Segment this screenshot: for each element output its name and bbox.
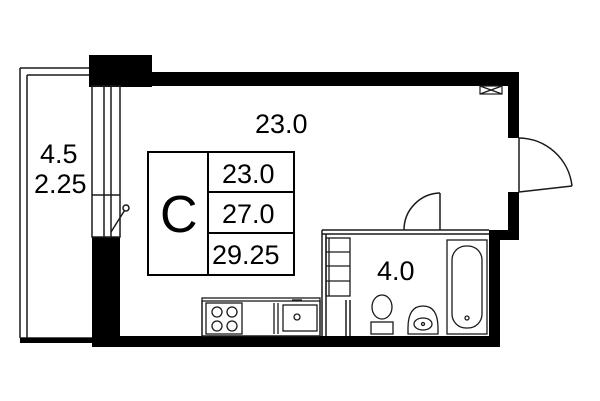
kitchen-sink-icon <box>273 299 318 334</box>
walls <box>89 55 519 347</box>
window-left <box>91 85 121 238</box>
balcony-door-swing <box>110 204 130 233</box>
toilet-icon <box>370 294 394 335</box>
ventilation-icon <box>479 85 503 95</box>
bathroom-area: 4.0 <box>377 256 415 286</box>
legend-total-area: 27.0 <box>222 199 275 229</box>
legend-living-area: 23.0 <box>222 159 275 189</box>
bathtub-icon <box>446 239 488 335</box>
balcony-area: 4.5 <box>40 139 78 169</box>
legend-total-area-with-balcony: 29.25 <box>212 240 280 270</box>
bathroom-door <box>403 192 441 231</box>
balcony-rail-bottom <box>20 338 92 343</box>
area-legend <box>147 151 295 276</box>
entrance-door <box>518 137 573 193</box>
washbasin-icon <box>407 305 439 335</box>
kitchen-counter <box>201 297 321 337</box>
balcony-area-reduced: 2.25 <box>34 169 87 199</box>
legend-class-letter: C <box>160 186 198 244</box>
stove-icon <box>205 302 243 335</box>
main-room-area: 23.0 <box>255 109 308 139</box>
balcony <box>19 67 92 339</box>
cabinet-shelves <box>325 237 351 297</box>
